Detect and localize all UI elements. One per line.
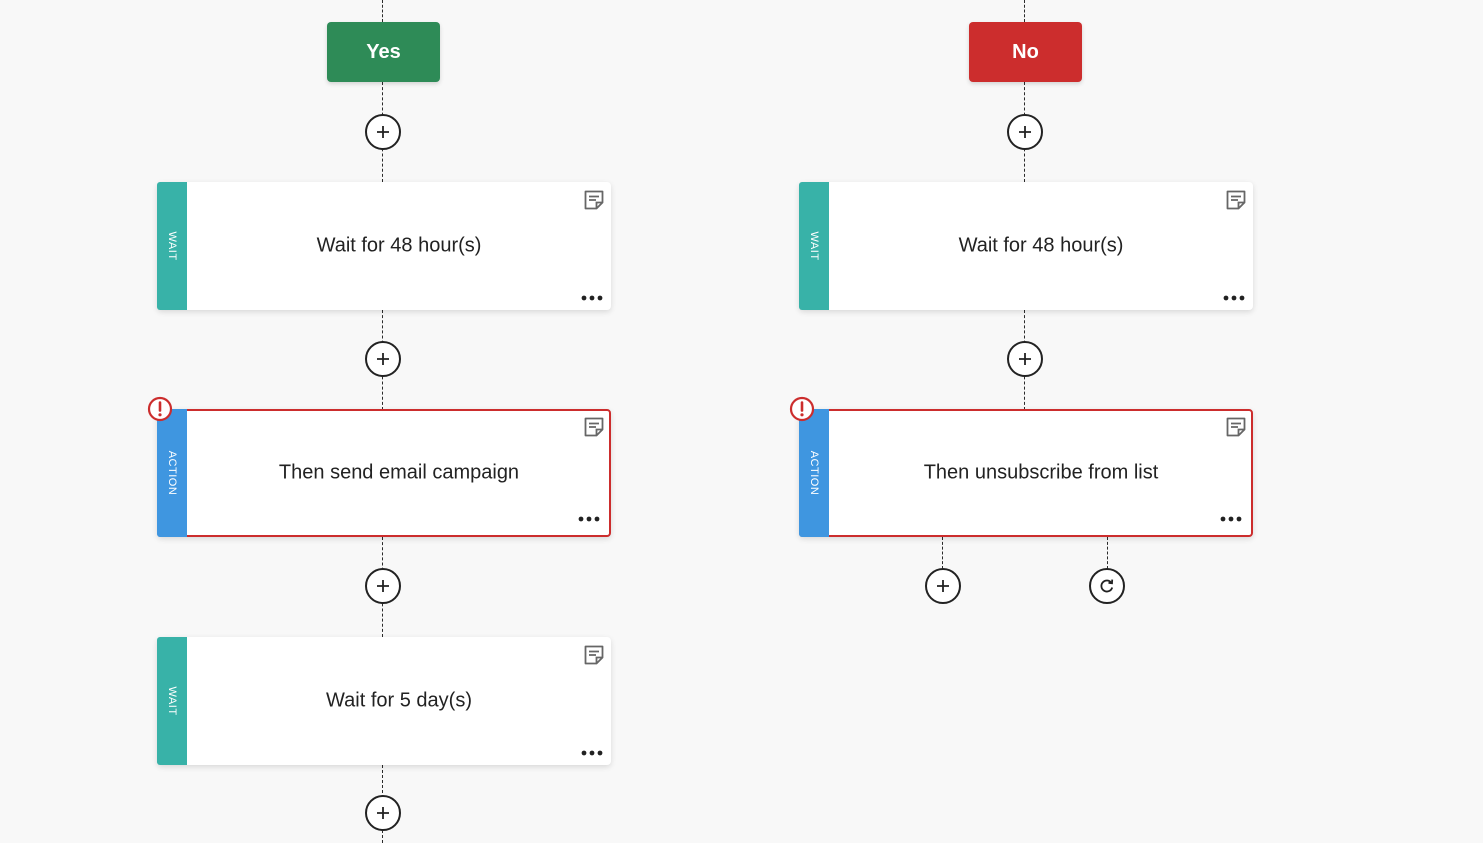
more-horizontal-icon[interactable] [1219, 513, 1243, 525]
step-title: Then unsubscribe from list [923, 461, 1159, 484]
step-type-label: ACTION [166, 450, 178, 496]
more-horizontal-icon[interactable] [577, 513, 601, 525]
add-step-button[interactable] [365, 114, 401, 150]
wait-strip: WAIT [157, 637, 187, 765]
note-icon[interactable] [1224, 415, 1248, 439]
branch-yes-button[interactable]: Yes [327, 22, 440, 82]
action-strip: ACTION [157, 409, 187, 537]
plus-icon [377, 580, 389, 592]
step-title: Then send email campaign [278, 461, 520, 484]
add-step-button[interactable] [365, 341, 401, 377]
connector-line [942, 537, 943, 569]
step-type-label: WAIT [808, 231, 820, 261]
add-step-button[interactable] [365, 568, 401, 604]
plus-icon [377, 126, 389, 138]
note-icon[interactable] [1224, 188, 1248, 212]
add-step-button[interactable] [925, 568, 961, 604]
action-step-card[interactable]: ACTION Then unsubscribe from list [799, 409, 1253, 537]
plus-icon [1019, 353, 1031, 365]
loop-step-button[interactable] [1089, 568, 1125, 604]
connector-line [1107, 537, 1108, 569]
plus-icon [1019, 126, 1031, 138]
wait-step-card[interactable]: WAIT Wait for 48 hour(s) [157, 182, 611, 310]
action-step-card[interactable]: ACTION Then send email campaign [157, 409, 611, 537]
add-step-button[interactable] [1007, 341, 1043, 377]
plus-icon [377, 353, 389, 365]
exclamation-icon[interactable] [147, 396, 173, 422]
connector-line [1024, 0, 1025, 22]
add-step-button[interactable] [365, 795, 401, 831]
step-type-label: WAIT [166, 686, 178, 716]
add-step-button[interactable] [1007, 114, 1043, 150]
more-horizontal-icon[interactable] [1222, 292, 1246, 304]
exclamation-icon[interactable] [789, 396, 815, 422]
step-title: Wait for 48 hour(s) [958, 234, 1124, 257]
wait-strip: WAIT [157, 182, 187, 310]
wait-step-card[interactable]: WAIT Wait for 48 hour(s) [799, 182, 1253, 310]
step-type-label: WAIT [166, 231, 178, 261]
more-horizontal-icon[interactable] [580, 747, 604, 759]
more-horizontal-icon[interactable] [580, 292, 604, 304]
step-title: Wait for 48 hour(s) [316, 234, 482, 257]
step-title: Wait for 5 day(s) [326, 689, 472, 712]
wait-strip: WAIT [799, 182, 829, 310]
action-strip: ACTION [799, 409, 829, 537]
plus-icon [937, 580, 949, 592]
step-type-label: ACTION [808, 450, 820, 496]
note-icon[interactable] [582, 643, 606, 667]
branch-no-button[interactable]: No [969, 22, 1082, 82]
note-icon[interactable] [582, 188, 606, 212]
note-icon[interactable] [582, 415, 606, 439]
connector-line [382, 0, 383, 22]
refresh-icon [1100, 579, 1114, 593]
wait-step-card[interactable]: WAIT Wait for 5 day(s) [157, 637, 611, 765]
plus-icon [377, 807, 389, 819]
